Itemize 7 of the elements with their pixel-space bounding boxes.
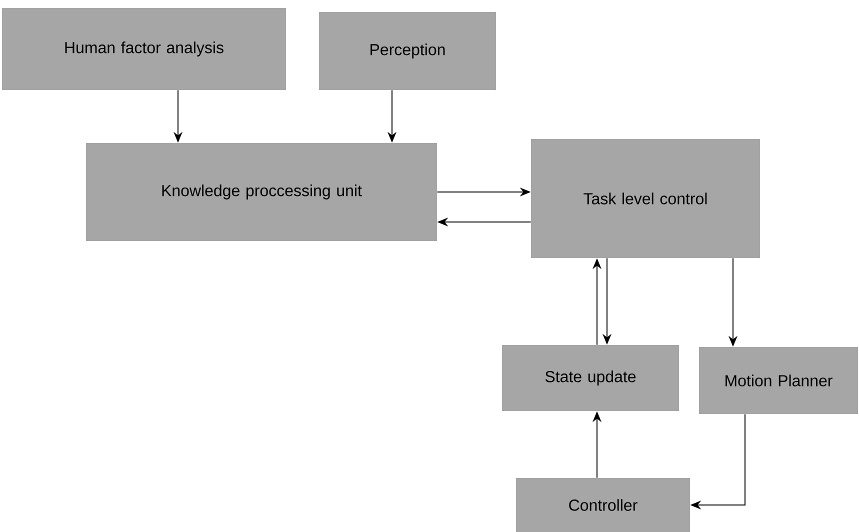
process-box: Task level control bbox=[531, 139, 760, 258]
process-box: State update bbox=[502, 345, 679, 411]
process-box: Motion Planner bbox=[699, 347, 858, 414]
process-box: Human factor analysis bbox=[2, 8, 286, 90]
process-box: Controller bbox=[516, 478, 690, 532]
process-box: Perception bbox=[319, 12, 496, 90]
process-box: Knowledge proccessing unit bbox=[86, 143, 437, 241]
